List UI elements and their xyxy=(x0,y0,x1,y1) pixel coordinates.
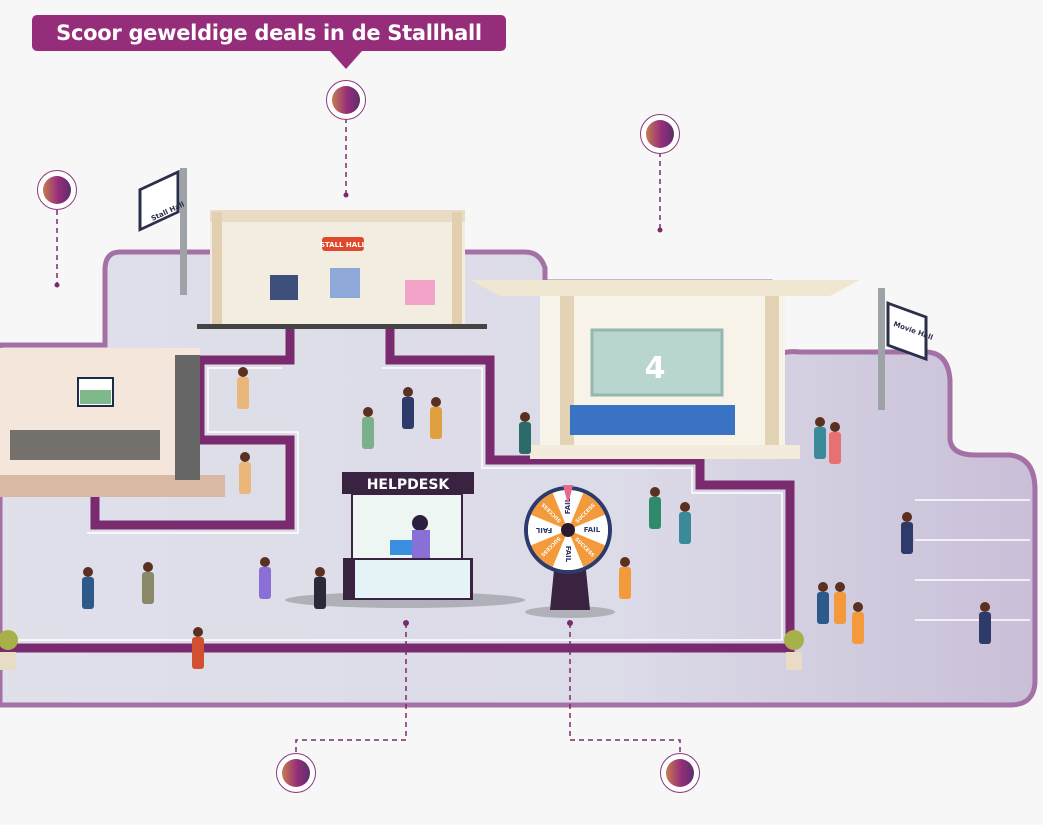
person-figure xyxy=(679,512,691,544)
wheel-segment xyxy=(568,493,605,530)
person-figure xyxy=(818,582,828,592)
movie-hall: 4 xyxy=(470,280,860,459)
person-figure xyxy=(852,612,864,644)
hotspot-wheel-of-fortune[interactable] xyxy=(660,753,700,793)
movie-hall-signpost: Movie Hall xyxy=(878,288,934,410)
wheel-segment xyxy=(531,530,568,567)
wheel-segment-label: FAIL xyxy=(564,546,572,563)
wheel-segment xyxy=(552,490,584,530)
person-figure xyxy=(619,567,631,599)
person-figure xyxy=(853,602,863,612)
person-figure xyxy=(814,427,826,459)
wheel-segment-label: FAIL xyxy=(584,526,601,534)
person-figure xyxy=(830,422,840,432)
helpdesk: HELPDESK xyxy=(285,472,525,608)
person-figure xyxy=(237,377,249,409)
person-figure xyxy=(240,452,250,462)
hotspot-stallhall[interactable] xyxy=(326,80,366,120)
person-figure xyxy=(402,397,414,429)
conference-room xyxy=(0,348,225,497)
hotspot-dot-icon xyxy=(666,759,694,787)
person-figure xyxy=(817,592,829,624)
person-figure xyxy=(620,557,630,567)
cinema-screen-number: 4 xyxy=(645,351,666,386)
person-figure xyxy=(260,557,270,567)
wheel-segment xyxy=(552,530,584,571)
hotspot-conference[interactable] xyxy=(37,170,77,210)
hotspot-movie-hall[interactable] xyxy=(640,114,680,154)
stall-hall-building: STALL HALL xyxy=(197,210,487,329)
helpdesk-title: HELPDESK xyxy=(367,477,451,493)
person-figure xyxy=(902,512,912,522)
walkway xyxy=(0,325,795,653)
tooltip-text: Scoor geweldige deals in de Stallhall xyxy=(56,21,482,45)
parking-lines xyxy=(915,499,1030,621)
plant xyxy=(0,630,18,670)
person-figure xyxy=(143,562,153,572)
wheel-segment xyxy=(568,530,605,567)
person-figure xyxy=(238,367,248,377)
wheel-segment xyxy=(531,493,568,530)
person-figure xyxy=(142,572,154,604)
person-figure xyxy=(431,397,441,407)
person-figure xyxy=(815,417,825,427)
hotspot-dot-icon xyxy=(43,176,71,204)
person-figure xyxy=(519,422,531,454)
person-figure xyxy=(829,432,841,464)
wheel-segment-label: FAIL xyxy=(535,526,552,534)
person-figure xyxy=(649,497,661,529)
person-figure xyxy=(835,582,845,592)
visitors xyxy=(82,367,991,669)
person-figure xyxy=(239,462,251,494)
hotspot-connectors xyxy=(56,118,681,755)
person-figure xyxy=(680,502,690,512)
hotspot-dot-icon xyxy=(332,86,360,114)
plant xyxy=(784,630,804,670)
person-figure xyxy=(650,487,660,497)
wheel-segment xyxy=(528,514,568,546)
person-figure xyxy=(901,522,913,554)
person-figure xyxy=(980,602,990,612)
person-figure xyxy=(259,567,271,599)
person-figure xyxy=(82,577,94,609)
person-figure xyxy=(363,407,373,417)
person-figure xyxy=(83,567,93,577)
stall-hall-banner: STALL HALL xyxy=(320,241,367,249)
hotspot-helpdesk[interactable] xyxy=(276,753,316,793)
person-figure xyxy=(403,387,413,397)
person-figure xyxy=(315,567,325,577)
person-figure xyxy=(834,592,846,624)
hotspot-dot-icon xyxy=(646,120,674,148)
person-figure xyxy=(520,412,530,422)
person-figure xyxy=(430,407,442,439)
tooltip: Scoor geweldige deals in de Stallhall xyxy=(32,15,506,69)
wheel-segment xyxy=(568,514,608,546)
person-figure xyxy=(314,577,326,609)
person-figure xyxy=(192,637,204,669)
person-figure xyxy=(193,627,203,637)
hotspot-dot-icon xyxy=(282,759,310,787)
wheel-segment-label: FAIL xyxy=(564,497,572,514)
person-figure xyxy=(979,612,991,644)
person-figure xyxy=(362,417,374,449)
